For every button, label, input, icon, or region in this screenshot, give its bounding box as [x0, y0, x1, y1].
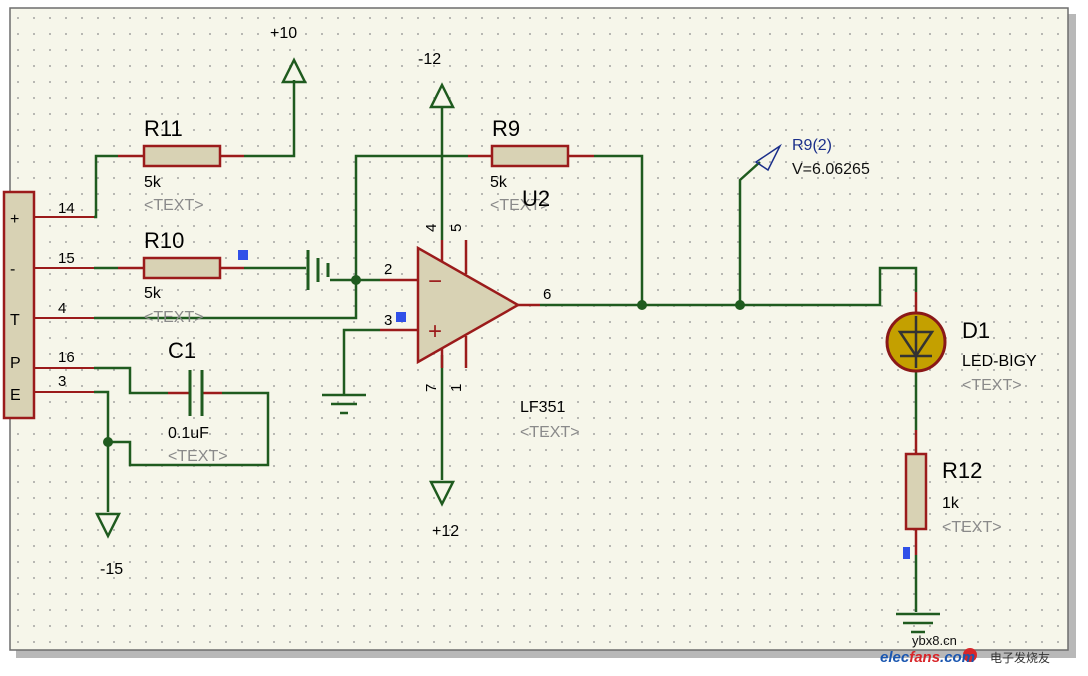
junctions	[103, 275, 745, 447]
pin-marker	[396, 312, 406, 322]
wire-output-led	[642, 266, 918, 307]
power-arrow-neg12	[428, 82, 456, 109]
label-neg12: -12	[418, 51, 441, 68]
power-arrow-neg15	[94, 512, 122, 539]
r12-text: <TEXT>	[942, 519, 1002, 536]
opamp-pin-4: 4	[423, 224, 440, 232]
watermark-brand: elecfans.com	[880, 649, 975, 666]
wire-r11-pos10	[244, 80, 296, 158]
wire-noninv-gnd	[342, 328, 380, 395]
watermark: ybx8.cn elecfans.com 电子发烧友	[880, 633, 1050, 666]
wire-probe	[738, 161, 761, 305]
opamp-minus-sign: −	[428, 268, 442, 295]
window-shadow-bottom	[16, 650, 1076, 658]
resistor-r11[interactable]	[118, 144, 244, 168]
connector-pin-16: 16	[58, 349, 75, 366]
pin-marker	[903, 547, 910, 559]
power-arrow-pos10	[280, 57, 308, 84]
battery-icon[interactable]	[306, 250, 330, 290]
wire-c1-return	[108, 391, 270, 467]
wire-14-r11	[94, 154, 118, 219]
wire-3-neg15	[94, 390, 110, 512]
r12-value: 1k	[942, 495, 960, 512]
c1-ref: C1	[168, 338, 196, 363]
junction-dot	[103, 437, 113, 447]
resistor-r12[interactable]	[904, 430, 928, 555]
connector-pin-14: 14	[58, 200, 75, 217]
opamp-plus-sign: +	[428, 318, 442, 345]
led-d1[interactable]	[885, 292, 947, 373]
capacitor-c1[interactable]	[168, 370, 222, 416]
ground-symbols	[322, 393, 940, 634]
probe-name: R9(2)	[792, 137, 832, 154]
pin-marker	[238, 250, 248, 260]
d1-ref: D1	[962, 318, 990, 343]
connector-block[interactable]: + - T P E	[2, 190, 36, 420]
opamp-pin-5: 5	[448, 224, 465, 232]
wire-4-feedback	[94, 154, 468, 320]
connector-pins	[34, 216, 94, 393]
r9-text: <TEXT>	[490, 197, 550, 214]
wires	[94, 80, 918, 612]
connector-letter: E	[10, 387, 21, 404]
connector-pin-4: 4	[58, 300, 66, 317]
connector-letter: +	[10, 211, 19, 228]
r12-ref: R12	[942, 458, 982, 483]
ground-icon	[896, 612, 940, 634]
r9-value: 5k	[490, 174, 508, 191]
r11-value: 5k	[144, 174, 162, 191]
opamp-pin-7: 7	[423, 384, 440, 392]
r10-ref: R10	[144, 228, 184, 253]
connector-letter: T	[10, 312, 20, 329]
watermark-site: ybx8.cn	[912, 633, 957, 648]
opamp-pin-3: 3	[384, 312, 392, 329]
window-shadow-right	[1068, 14, 1076, 656]
junction-dot	[637, 300, 647, 310]
r9-ref: R9	[492, 116, 520, 141]
r10-text: <TEXT>	[144, 309, 204, 326]
opamp-u2[interactable]	[380, 240, 540, 368]
u2-text: <TEXT>	[520, 424, 580, 441]
label-neg15: -15	[100, 561, 123, 578]
r10-value: 5k	[144, 285, 162, 302]
junction-dot	[735, 300, 745, 310]
probe-value: V=6.06265	[792, 161, 870, 178]
label-pos10: +10	[270, 25, 297, 42]
u2-value: LF351	[520, 399, 565, 416]
r11-text: <TEXT>	[144, 197, 204, 214]
c1-value: 0.1uF	[168, 425, 209, 442]
watermark-logo-icon	[963, 648, 977, 662]
power-arrow-pos12	[428, 480, 456, 507]
c1-text: <TEXT>	[168, 448, 228, 465]
d1-text: <TEXT>	[962, 377, 1022, 394]
power-symbols	[94, 57, 456, 539]
r11-ref: R11	[144, 116, 183, 141]
ground-icon	[322, 393, 366, 415]
watermark-brand-cn: 电子发烧友	[990, 650, 1050, 665]
junction-dot	[351, 275, 361, 285]
voltage-probe[interactable]	[754, 143, 782, 172]
connector-pin-15: 15	[58, 250, 75, 267]
wire-16-c1	[94, 366, 168, 395]
opamp-pin-1: 1	[448, 384, 465, 392]
u2-ref: U2	[522, 186, 550, 211]
opamp-pin-6: 6	[543, 286, 551, 303]
resistor-r10[interactable]	[118, 256, 244, 280]
d1-value: LED-BIGY	[962, 353, 1037, 370]
opamp-pin-2: 2	[384, 261, 392, 278]
probe-arrow-icon	[754, 143, 782, 172]
connector-letter: P	[10, 355, 21, 372]
resistor-r9[interactable]	[468, 144, 594, 168]
connector-letter: -	[10, 261, 15, 278]
label-pos12: +12	[432, 523, 459, 540]
wire-r9-output	[540, 154, 644, 307]
connector-pin-3: 3	[58, 373, 66, 390]
